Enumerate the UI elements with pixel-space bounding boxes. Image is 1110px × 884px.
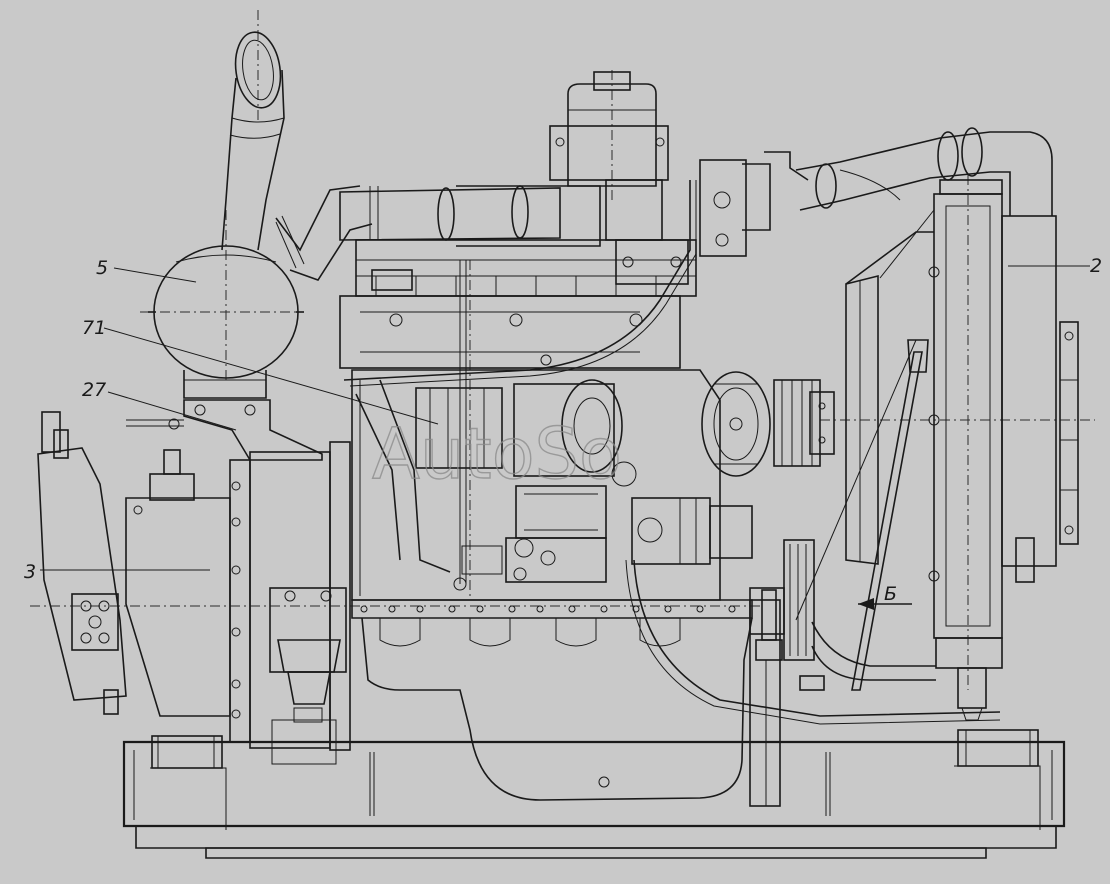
support-bracket (126, 399, 323, 461)
exhaust-pipe (221, 31, 373, 281)
leader-lines (40, 265, 1090, 610)
watermark-text: AutoSo (372, 413, 622, 495)
gearbox (125, 449, 231, 717)
view-b-label: Б (884, 583, 897, 605)
starter-motor (631, 497, 753, 565)
mounting-frame (122, 729, 1066, 859)
oil-pan (351, 599, 753, 801)
thermostat-housing (605, 151, 809, 285)
intake-manifold (339, 185, 601, 247)
front-support-post (749, 589, 783, 807)
fan-shroud (845, 209, 935, 565)
fuel-lines (343, 180, 1001, 725)
callout-labels: 5 71 27 3 2 Б (24, 255, 1102, 605)
air-filter-housing (148, 245, 304, 399)
radiator-side-bracket (1059, 321, 1079, 545)
engine-block (351, 260, 721, 601)
centerlines (30, 10, 1095, 690)
radiator-upper-hose (795, 127, 1053, 216)
callout-3: 3 (24, 561, 36, 583)
flywheel-housing (229, 441, 351, 765)
alternator (701, 371, 771, 477)
lower-hose (799, 621, 936, 691)
radiator-stay-rod (795, 339, 929, 691)
cylinder-head-cover (339, 239, 697, 369)
expansion-tank (549, 71, 669, 187)
fan-pulley (773, 379, 835, 467)
hydraulic-cylinder (37, 411, 127, 715)
radiator (928, 179, 1057, 721)
callout-71: 71 (82, 317, 106, 339)
callout-5: 5 (96, 257, 108, 279)
callout-2: 2 (1090, 255, 1102, 277)
callout-27: 27 (82, 379, 106, 401)
